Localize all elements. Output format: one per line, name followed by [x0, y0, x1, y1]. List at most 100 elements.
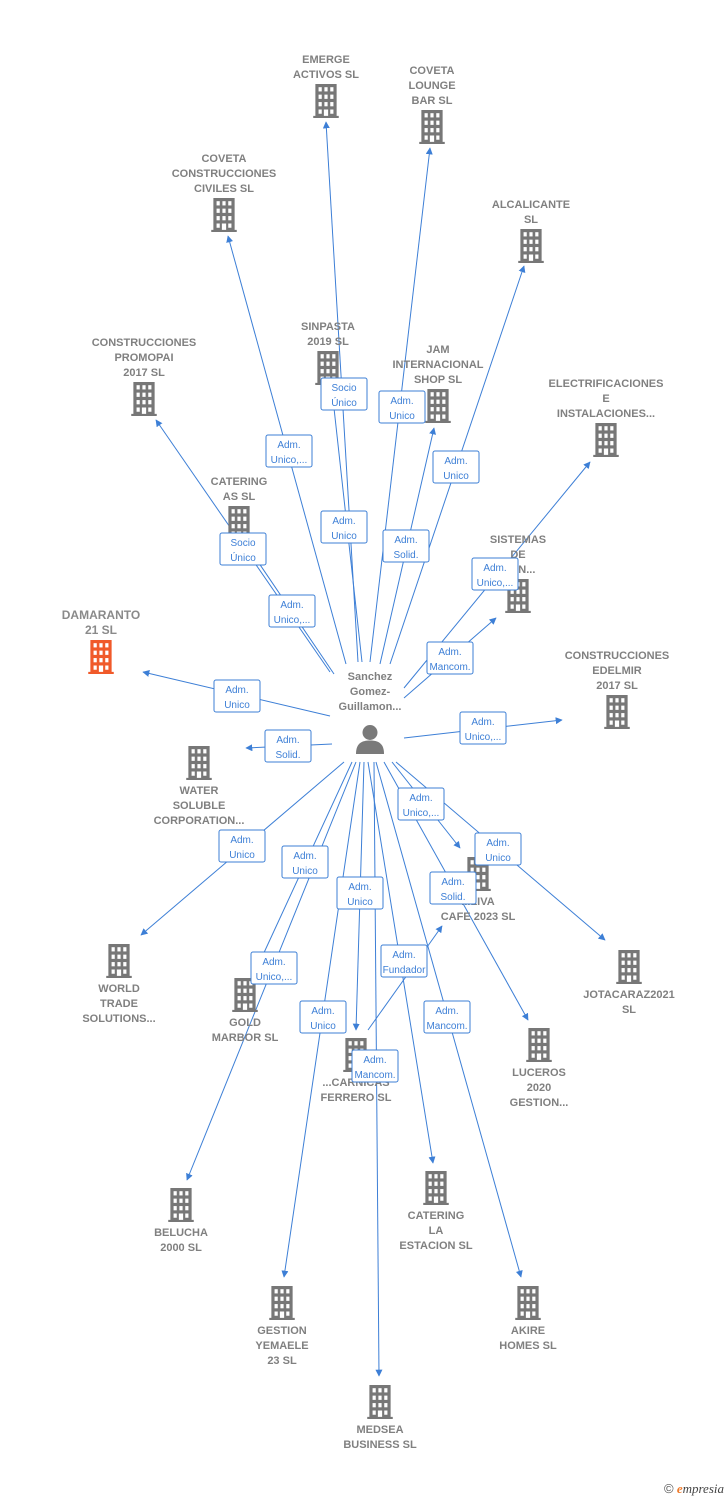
building-icon: [526, 1028, 552, 1062]
edge-role-label[interactable]: Adm.Unico,...: [397, 787, 445, 821]
edge-role-text: Adm.Unico,...: [274, 600, 311, 626]
edge-role-label[interactable]: Adm.Unico: [213, 679, 261, 713]
edge-role-label[interactable]: Adm.Mancom.: [426, 641, 474, 675]
edge-role-label[interactable]: Adm.Solid.: [264, 729, 312, 763]
edge-role-label[interactable]: Adm.Unico,...: [250, 951, 298, 985]
edge-role-text: Adm.Unico,...: [271, 440, 308, 466]
edge-role-label[interactable]: Adm.Unico: [218, 829, 266, 863]
edge-role-text: Adm.Unico: [331, 516, 357, 542]
edge-role-label[interactable]: Adm.Unico,...: [471, 557, 519, 591]
person-icon: [356, 725, 384, 754]
edge-role-text: Adm.Mancom.: [429, 647, 470, 673]
building-icon: [593, 423, 619, 457]
edge-role-label[interactable]: Adm.Solid.: [382, 529, 430, 563]
edge-role-label[interactable]: Adm.Mancom.: [351, 1049, 399, 1083]
edge-role-label[interactable]: Adm.Unico: [336, 876, 384, 910]
edge-role-text: Adm.Fundador: [383, 950, 426, 976]
brand-logo-initial: e: [676, 1481, 683, 1496]
edge-role-text: Adm.Unico: [389, 396, 415, 422]
edge-role-label[interactable]: Adm.Unico: [281, 845, 329, 879]
building-icon: [518, 229, 544, 263]
edge-role-label[interactable]: Adm.Mancom.: [423, 1000, 471, 1034]
edge-role-text: Adm.Solid.: [275, 735, 300, 761]
building-icon: [367, 1385, 393, 1419]
building-icon: [88, 640, 114, 674]
edge-role-text: Adm.Unico,...: [256, 957, 293, 983]
edge-role-text: Adm.Unico: [347, 882, 373, 908]
copyright-icon: ©: [663, 1481, 674, 1496]
edge-role-text: Adm.Unico: [485, 838, 511, 864]
footer-brand: © empresia: [664, 1481, 724, 1497]
building-icon: [186, 746, 212, 780]
edge-role-label[interactable]: Adm.Unico,...: [459, 711, 507, 745]
edge-role-label[interactable]: Adm.Solid.: [429, 871, 477, 905]
edge-role-label[interactable]: Adm.Unico: [474, 832, 522, 866]
edge-role-label[interactable]: Adm.Unico,...: [265, 434, 313, 468]
edge-role-label[interactable]: Adm.Fundador: [380, 944, 428, 978]
edge-role-text: Adm.Unico: [443, 456, 469, 482]
edge-role-label[interactable]: Adm.Unico: [320, 510, 368, 544]
edge-role-text: Adm.Unico,...: [403, 793, 440, 819]
edge-role-text: Adm.Unico,...: [465, 717, 502, 743]
building-icon: [313, 84, 339, 118]
edge-role-text: Adm.Unico: [310, 1006, 336, 1032]
building-icon: [604, 695, 630, 729]
building-icon: [419, 110, 445, 144]
building-icon: [515, 1286, 541, 1320]
edge-role-label[interactable]: Adm.Unico,...: [268, 594, 316, 628]
edge-role-label[interactable]: Adm.Unico: [299, 1000, 347, 1034]
edge-line-carnicas: [367, 925, 443, 1031]
edge-role-label[interactable]: Adm.Unico: [432, 450, 480, 484]
building-icon: [423, 1171, 449, 1205]
building-icon: [425, 389, 451, 423]
building-icon: [168, 1188, 194, 1222]
building-icon: [616, 950, 642, 984]
edge-role-label[interactable]: Adm.Unico: [378, 390, 426, 424]
edge-role-text: Adm.Mancom.: [426, 1006, 467, 1032]
edge-role-text: Adm.Unico,...: [477, 563, 514, 589]
